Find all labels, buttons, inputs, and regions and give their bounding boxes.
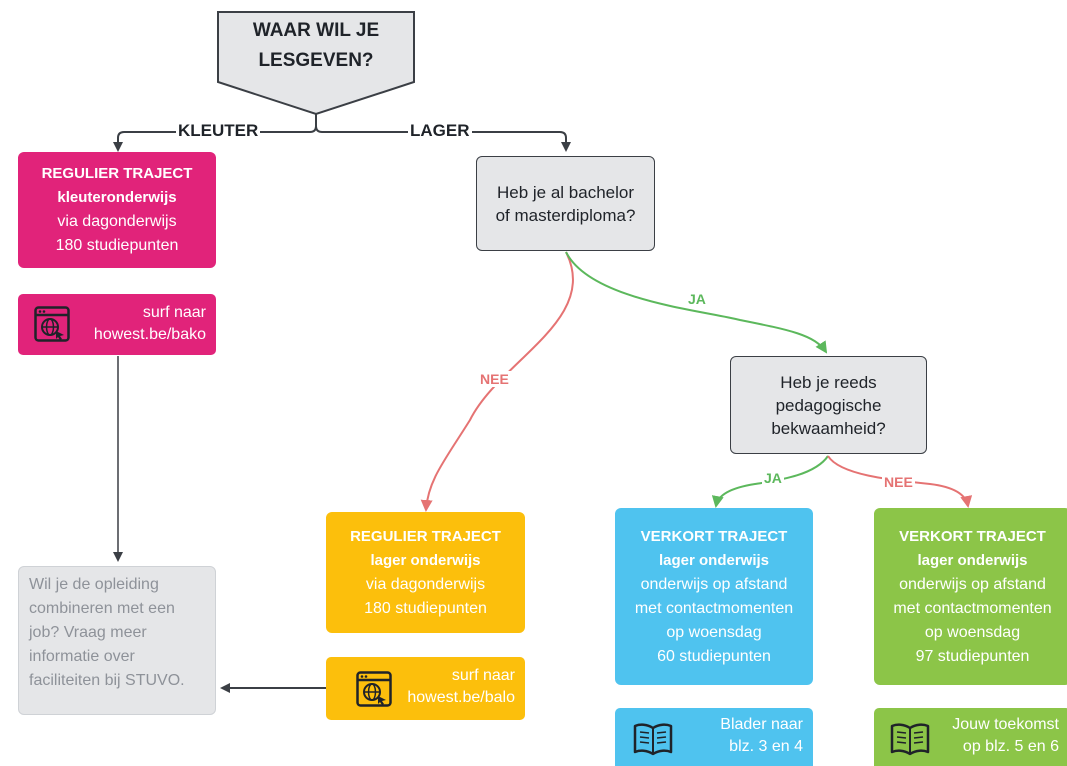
box-verkort-60: VERKORT TRAJECT lager onderwijs onderwij… bbox=[615, 508, 813, 685]
box-verkort-97: VERKORT TRAJECT lager onderwijs onderwij… bbox=[874, 508, 1067, 685]
edge-label-kleuter: KLEUTER bbox=[176, 120, 261, 142]
note-line-5: faciliteiten bij STUVO. bbox=[29, 672, 185, 689]
box-verkort-60-line-3: onderwijs op afstand bbox=[640, 575, 788, 593]
link-toekomst-line-2: op blz. 5 en 6 bbox=[962, 738, 1059, 755]
link-bako-line-2: howest.be/bako bbox=[93, 326, 206, 343]
edge-label-nee-degree: NEE bbox=[478, 371, 511, 387]
box-verkort-97-line-5: op woensdag bbox=[924, 623, 1021, 641]
edge-pedagogy-nee bbox=[827, 455, 973, 508]
question-degree-line-1: Heb je al bachelor bbox=[496, 182, 635, 202]
box-lager-subtitle: lager onderwijs bbox=[370, 551, 481, 569]
link-bako[interactable]: surf naar howest.be/bako bbox=[18, 294, 216, 355]
note-line-4: informatie over bbox=[29, 648, 135, 665]
book-icon bbox=[633, 723, 673, 756]
box-verkort-97-line-4: met contactmomenten bbox=[893, 599, 1052, 617]
question-pedagogy-line-2: pedagogische bbox=[775, 395, 882, 415]
edge-main-lager bbox=[315, 125, 571, 152]
link-balo[interactable]: surf naar howest.be/balo bbox=[326, 657, 525, 720]
box-verkort-60-line-5: op woensdag bbox=[666, 623, 762, 641]
link-balo-line-1: surf naar bbox=[451, 667, 515, 684]
link-balo-line-2: howest.be/balo bbox=[407, 689, 515, 706]
edge-label-lager: LAGER bbox=[408, 120, 472, 142]
link-toekomst-line-1: Jouw toekomst bbox=[952, 716, 1059, 733]
box-kleuter-title: REGULIER TRAJECT bbox=[41, 165, 193, 182]
question-pedagogy-line-3: bekwaamheid? bbox=[771, 418, 886, 438]
box-verkort-97-credits: 97 studiepunten bbox=[915, 647, 1030, 665]
question-degree-line-2: of masterdiploma? bbox=[495, 205, 636, 225]
question-main-line-1: WAAR WIL JE bbox=[252, 20, 380, 41]
edge-label-ja-degree: JA bbox=[686, 291, 708, 307]
edge-degree-nee bbox=[420, 251, 574, 512]
box-kleuter-mode: via dagonderwijs bbox=[57, 213, 177, 230]
question-main-line-2: LESGEVEN? bbox=[258, 50, 374, 71]
box-lager-regulier: REGULIER TRAJECT lager onderwijs via dag… bbox=[326, 512, 525, 633]
web-globe-icon bbox=[356, 671, 392, 707]
link-blader-line-1: Blader naar bbox=[720, 716, 803, 733]
edge-pedagogy-ja bbox=[711, 455, 829, 508]
box-verkort-97-title: VERKORT TRAJECT bbox=[899, 527, 1046, 545]
question-main: WAAR WIL JE LESGEVEN? bbox=[216, 16, 416, 76]
box-verkort-97-line-3: onderwijs op afstand bbox=[899, 575, 1046, 593]
question-pedagogy: Heb je reeds pedagogische bekwaamheid? bbox=[730, 356, 927, 454]
box-verkort-60-title: VERKORT TRAJECT bbox=[640, 527, 788, 545]
web-globe-icon bbox=[34, 306, 70, 342]
edge-degree-ja bbox=[565, 251, 828, 354]
question-degree: Heb je al bachelor of masterdiploma? bbox=[476, 156, 655, 251]
book-icon bbox=[890, 723, 930, 756]
note-line-2: combineren met een bbox=[29, 600, 175, 617]
edge-label-nee-pedagogy: NEE bbox=[882, 474, 915, 490]
link-bako-line-1: surf naar bbox=[142, 304, 206, 321]
box-lager-title: REGULIER TRAJECT bbox=[350, 527, 501, 545]
link-blader-line-2: blz. 3 en 4 bbox=[729, 738, 803, 755]
box-kleuter-subtitle: kleuteronderwijs bbox=[57, 189, 177, 206]
box-lager-mode: via dagonderwijs bbox=[365, 575, 486, 593]
box-verkort-60-subtitle: lager onderwijs bbox=[658, 551, 770, 569]
note-line-1: Wil je de opleiding bbox=[29, 576, 159, 593]
box-kleuter-regulier: REGULIER TRAJECT kleuteronderwijs via da… bbox=[18, 152, 216, 268]
box-verkort-97-subtitle: lager onderwijs bbox=[917, 551, 1028, 569]
note-job-stuvo: Wil je de opleiding combineren met een j… bbox=[18, 566, 216, 715]
box-verkort-60-line-4: met contactmomenten bbox=[634, 599, 794, 617]
edge-label-ja-pedagogy: JA bbox=[762, 470, 784, 486]
note-line-3: job? Vraag meer bbox=[29, 624, 147, 641]
link-blader-naar[interactable]: Blader naar blz. 3 en 4 bbox=[615, 708, 813, 766]
box-verkort-60-credits: 60 studiepunten bbox=[657, 647, 771, 665]
link-jouw-toekomst[interactable]: Jouw toekomst op blz. 5 en 6 bbox=[874, 708, 1067, 766]
question-main-shape bbox=[217, 11, 415, 116]
box-lager-credits: 180 studiepunten bbox=[364, 599, 487, 617]
box-kleuter-credits: 180 studiepunten bbox=[55, 237, 179, 254]
question-pedagogy-line-1: Heb je reeds bbox=[780, 372, 877, 392]
